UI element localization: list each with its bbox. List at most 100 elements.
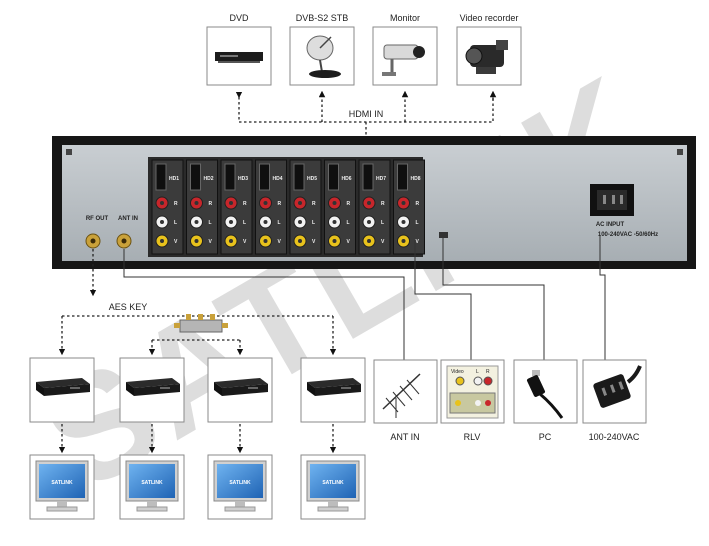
receiver-box xyxy=(29,357,95,454)
audio-channel-label: L xyxy=(174,220,177,226)
audio-channel-label: R xyxy=(278,201,282,207)
audio-channel-label: R xyxy=(347,201,351,207)
tv-screen-text: SATLINK xyxy=(51,480,73,486)
power-plug-icon xyxy=(593,365,642,408)
audio-channel-label: V xyxy=(243,239,247,245)
tv-box: SATLINK xyxy=(29,454,95,520)
audio-channel-label: R xyxy=(243,201,247,207)
hdmi-port xyxy=(259,163,270,191)
tv-box: SATLINK xyxy=(119,454,185,520)
audio-channel-label: L xyxy=(416,220,419,226)
audio-channel-label: L xyxy=(278,220,281,226)
dvd-player-icon xyxy=(215,52,263,63)
tv-screen-text: SATLINK xyxy=(229,480,251,486)
audio-channel-label: R xyxy=(416,201,420,207)
usb-cable-icon xyxy=(526,370,564,419)
audio-channel-label: V xyxy=(278,239,282,245)
satellite-dish-icon xyxy=(306,35,341,78)
conn-label: ANT IN xyxy=(390,432,419,442)
conn-ant-in: ANT IN xyxy=(373,359,438,442)
hdmi-port-label: HD5 xyxy=(307,176,317,182)
receiver-box xyxy=(207,357,273,454)
audio-channel-label: R xyxy=(174,201,178,207)
rf-out-label: RF OUT xyxy=(86,216,109,222)
receiver-box xyxy=(300,357,366,454)
hdmi-port-label: HD1 xyxy=(169,176,179,182)
hdmi-port-label: HD2 xyxy=(204,176,214,182)
audio-channel-label: L xyxy=(209,220,212,226)
set-top-box-icon xyxy=(214,378,268,396)
conn-power: 100-240VAC xyxy=(582,359,647,442)
usb-port xyxy=(439,232,448,238)
tv-screen-text: SATLINK xyxy=(322,480,344,486)
antenna-icon xyxy=(382,373,421,418)
set-top-box-icon xyxy=(126,378,180,396)
ant-in-panel-label: ANT IN xyxy=(118,216,138,222)
rf-splitter-icon xyxy=(174,314,228,333)
device-label: DVB-S2 STB xyxy=(296,13,349,23)
audio-channel-label: L xyxy=(347,220,350,226)
rear-panel: RF OUT ANT IN HD1RLVHD2RLVHD3RLVHD4RLVHD… xyxy=(52,136,696,269)
security-camera-icon xyxy=(382,44,425,76)
tv-monitor-icon: SATLINK xyxy=(306,460,360,512)
hdmi-port-label: HD8 xyxy=(411,176,421,182)
hdmi-port xyxy=(293,163,305,191)
device-label: Video recorder xyxy=(460,13,519,23)
hdmi-port xyxy=(224,163,236,191)
hdmi-port xyxy=(155,163,167,191)
conn-label: 100-240VAC xyxy=(589,432,640,442)
audio-channel-label: V xyxy=(347,239,351,245)
audio-channel-label: L xyxy=(243,220,246,226)
conn-label: PC xyxy=(539,432,552,442)
tv-box: SATLINK xyxy=(300,454,366,520)
hdmi-port xyxy=(362,163,374,191)
conn-rlv: Video L R RLV xyxy=(440,359,505,442)
hdmi-port-label: HD3 xyxy=(238,176,248,182)
audio-channel-label: L xyxy=(381,220,384,226)
tv-monitor-icon: SATLINK xyxy=(35,460,89,512)
hdmi-in-label: HDMI IN xyxy=(349,109,384,119)
audio-channel-label: V xyxy=(312,239,316,245)
device-label: DVD xyxy=(229,13,249,23)
ant-in-connector xyxy=(116,233,132,249)
conn-pc: PC xyxy=(513,359,578,442)
conn-label: RLV xyxy=(464,432,481,442)
hdmi-port xyxy=(328,163,339,191)
rca-connector-icon: Video L R xyxy=(446,365,499,419)
camcorder-icon xyxy=(465,40,508,74)
hdmi-port xyxy=(397,163,408,191)
top-device-video-recorder: Video recorder xyxy=(456,13,522,86)
tv-monitor-icon: SATLINK xyxy=(125,460,179,512)
rlv-r-text: R xyxy=(486,369,490,375)
hdmi-port-label: HD7 xyxy=(376,176,386,182)
audio-channel-label: V xyxy=(416,239,420,245)
rlv-video-text: Video xyxy=(451,369,464,375)
top-device-dvd: DVD xyxy=(206,13,272,86)
top-device-stb: DVB-S2 STB xyxy=(289,13,355,86)
audio-channel-label: R xyxy=(209,201,213,207)
audio-channel-label: V xyxy=(209,239,213,245)
set-top-box-icon xyxy=(36,378,90,396)
set-top-box-icon xyxy=(307,378,361,396)
tv-box: SATLINK xyxy=(207,454,273,520)
top-device-monitor: Monitor xyxy=(372,13,438,86)
tv-screen-text: SATLINK xyxy=(141,480,163,486)
hdmi-port-label: HD6 xyxy=(342,176,352,182)
ac-inlet xyxy=(590,184,634,216)
hdmi-port-label: HD4 xyxy=(273,176,283,182)
aes-key-label: AES KEY xyxy=(109,302,148,312)
audio-channel-label: R xyxy=(381,201,385,207)
ac-rating-label: 100-240VAC -50/60Hz xyxy=(598,232,658,238)
tv-monitor-icon: SATLINK xyxy=(213,460,267,512)
rlv-l-text: L xyxy=(476,369,479,375)
receiver-box xyxy=(119,357,185,454)
audio-channel-label: R xyxy=(312,201,316,207)
rf-out-connector xyxy=(85,233,101,249)
